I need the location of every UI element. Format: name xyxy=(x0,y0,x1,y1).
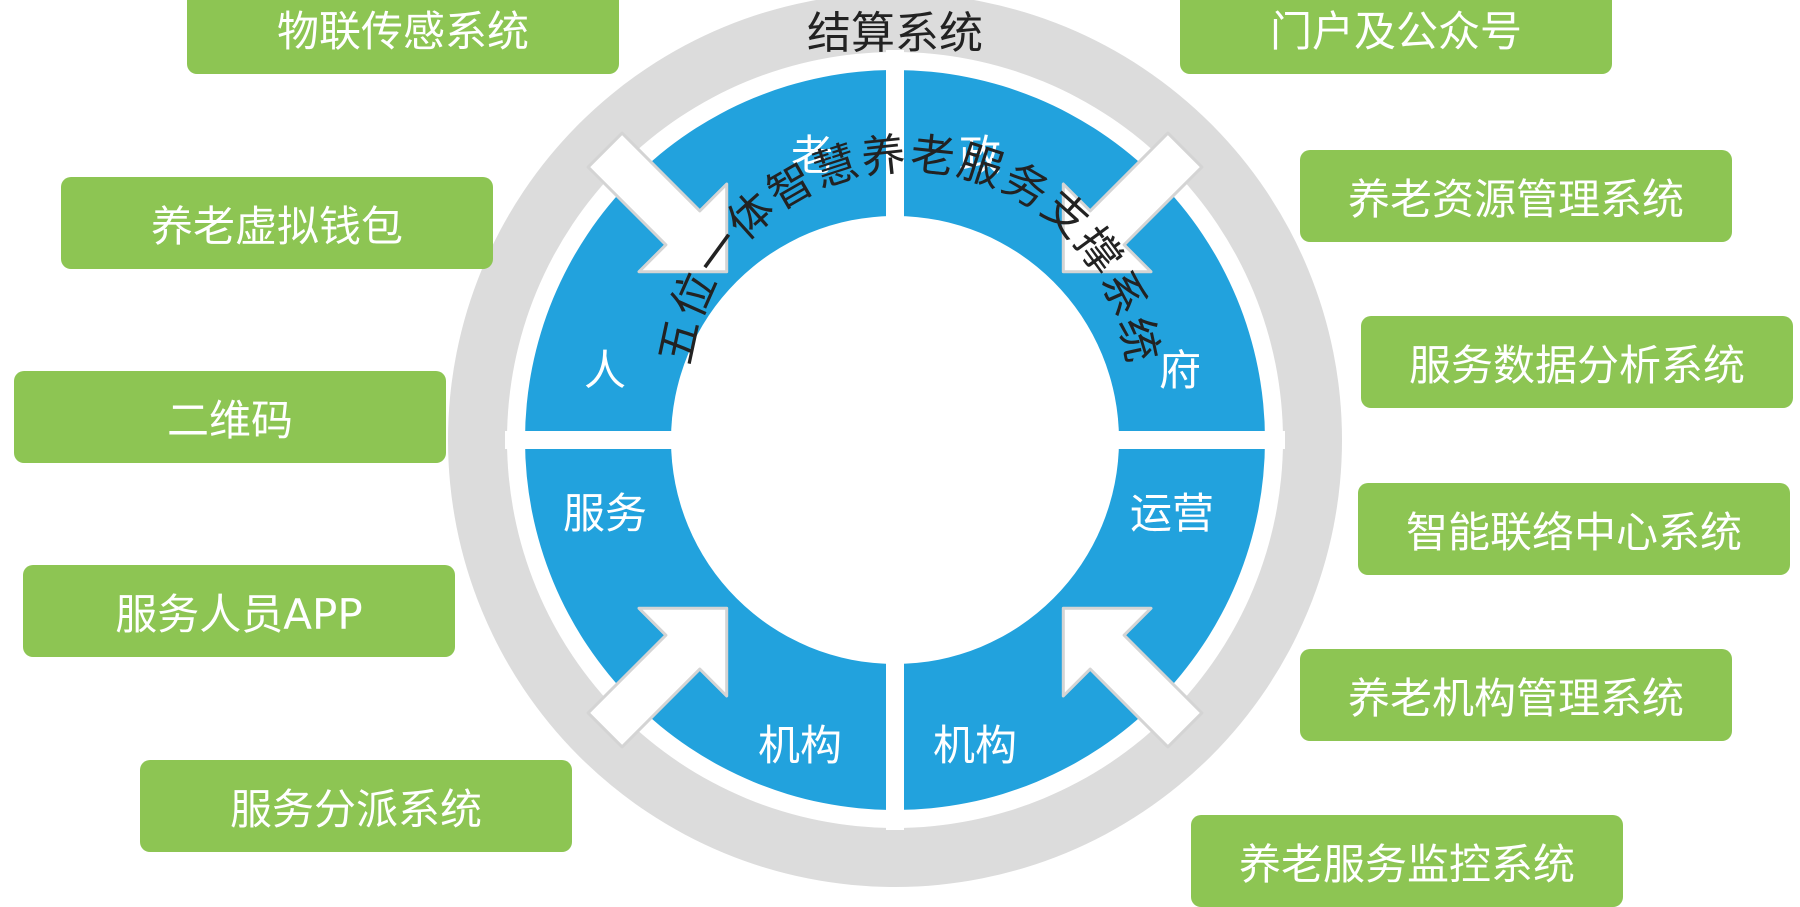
seg-label-lower-right: 运营 xyxy=(1130,489,1214,538)
inner-white-disc xyxy=(671,216,1119,664)
system-box-label: 二维码 xyxy=(166,395,293,445)
system-box-data-analysis: 服务数据分析系统 xyxy=(1361,316,1793,408)
system-box-contact-center: 智能联络中心系统 xyxy=(1358,483,1790,575)
seg-label-top-right: 政 xyxy=(959,131,1001,180)
system-box-label: 养老虚拟钱包 xyxy=(150,201,403,251)
system-box-label: 养老服务监控系统 xyxy=(1238,839,1575,889)
system-box-label: 服务分派系统 xyxy=(229,784,482,834)
arrow-bottom-left xyxy=(586,606,729,749)
system-box-label: 服务人员APP xyxy=(115,589,363,639)
seg-label-bottom-left: 机构 xyxy=(758,721,842,770)
system-box-monitoring: 养老服务监控系统 xyxy=(1191,815,1623,907)
system-box-label: 智能联络中心系统 xyxy=(1405,507,1742,557)
system-box-virtual-wallet: 养老虚拟钱包 xyxy=(61,177,493,269)
seg-label-lower-left: 服务 xyxy=(563,489,647,538)
arrow-top-right xyxy=(1061,131,1204,274)
arrow-top-left xyxy=(586,131,729,274)
system-box-label: 物联传感系统 xyxy=(276,6,529,56)
arrow-group xyxy=(586,131,1204,749)
system-box-resource-mgmt: 养老资源管理系统 xyxy=(1300,150,1732,242)
system-box-iot-sensing: 物联传感系统 xyxy=(187,0,619,74)
system-box-qr-code: 二维码 xyxy=(14,371,446,463)
system-box-portal: 门户及公众号 xyxy=(1180,0,1612,74)
system-box-label: 养老资源管理系统 xyxy=(1347,174,1684,224)
system-box-label: 养老机构管理系统 xyxy=(1347,673,1684,723)
seg-label-upper-right: 府 xyxy=(1159,346,1201,395)
seg-label-upper-left: 人 xyxy=(584,346,626,395)
seg-label-bottom-right: 机构 xyxy=(933,721,1017,770)
system-box-label: 服务数据分析系统 xyxy=(1408,340,1745,390)
system-box-staff-app: 服务人员APP xyxy=(23,565,455,657)
system-box-label: 门户及公众号 xyxy=(1269,6,1522,56)
system-box-institution-mgmt: 养老机构管理系统 xyxy=(1300,649,1732,741)
seg-label-top-left: 老 xyxy=(791,131,833,180)
system-box-dispatch: 服务分派系统 xyxy=(140,760,572,852)
arrow-bottom-right xyxy=(1061,606,1204,749)
settlement-system-label: 结算系统 xyxy=(807,8,983,59)
